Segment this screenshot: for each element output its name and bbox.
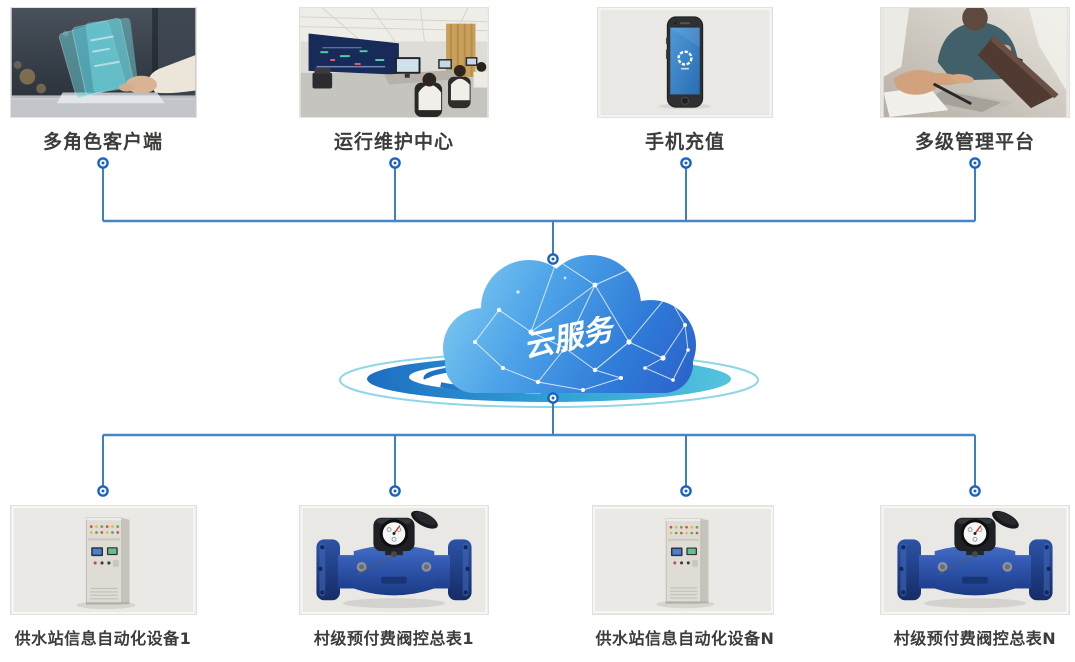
- control-room-photo: [300, 8, 488, 117]
- constellation-network-icon: [473, 258, 690, 392]
- label-station-automation-1: 供水站信息自动化设备1: [14, 629, 192, 648]
- pointing-hand: [893, 69, 967, 95]
- water-meter-photo: [881, 506, 1069, 614]
- holographic-screens: [58, 17, 139, 99]
- label-mobile-recharge: 手机充值: [644, 131, 725, 153]
- label-prepaid-valve-meter-n: 村级预付费阀控总表N: [893, 629, 1057, 648]
- connector-node: [680, 157, 692, 169]
- label-prepaid-valve-meter-1: 村级预付费阀控总表1: [313, 629, 475, 648]
- connector-node: [969, 157, 981, 169]
- register-cap-open: [411, 510, 438, 529]
- connector-node: [97, 485, 109, 497]
- app-logo-icon: [677, 50, 693, 66]
- lcd-screen: [672, 548, 682, 555]
- photo-station-automation-1: [10, 505, 197, 615]
- connector-node: [389, 157, 401, 169]
- photo-mobile-recharge: [597, 7, 773, 118]
- meter-body: [353, 545, 435, 596]
- cloud-service-graphic: 云服务: [333, 250, 773, 422]
- phone-screen: [670, 27, 700, 95]
- photo-multi-role-client: [10, 7, 197, 118]
- water-meter-photo: [300, 506, 488, 614]
- photo-prepaid-valve-meter-n: [880, 505, 1070, 615]
- connector-node: [389, 485, 401, 497]
- label-station-automation-n: 供水站信息自动化设备N: [595, 629, 775, 648]
- arm-sleeve: [148, 55, 196, 94]
- register-cap-open: [992, 510, 1019, 529]
- operators: [414, 62, 488, 117]
- smartphone-app-photo: [598, 8, 772, 117]
- photo-prepaid-valve-meter-1: [299, 505, 489, 615]
- indicator-lights: [669, 525, 699, 535]
- connector-node: [97, 157, 109, 169]
- label-multi-role-client: 多角色客户端: [42, 131, 163, 153]
- lcd-screen: [92, 548, 102, 555]
- laptop-typing-photo: [11, 8, 196, 117]
- indicator-lights: [89, 525, 120, 534]
- connector-node: [969, 485, 981, 497]
- video-wall: [308, 33, 399, 75]
- label-management-platform: 多级管理平台: [914, 131, 1035, 153]
- control-cabinet-photo: [11, 506, 196, 614]
- photo-management-platform: [880, 7, 1070, 118]
- connector-node: [680, 485, 692, 497]
- meeting-laptop-photo: [883, 8, 1067, 117]
- photo-operation-maintenance-center: [299, 7, 489, 118]
- cloud-network-icon: 云服务: [339, 255, 759, 408]
- photo-station-automation-n: [592, 505, 774, 615]
- label-operation-maintenance-center: 运行维护中心: [333, 131, 454, 153]
- laptop-lid: [977, 35, 1059, 109]
- control-cabinet-photo: [593, 507, 773, 613]
- cloud-shape: [443, 255, 696, 393]
- meter-body: [934, 545, 1016, 596]
